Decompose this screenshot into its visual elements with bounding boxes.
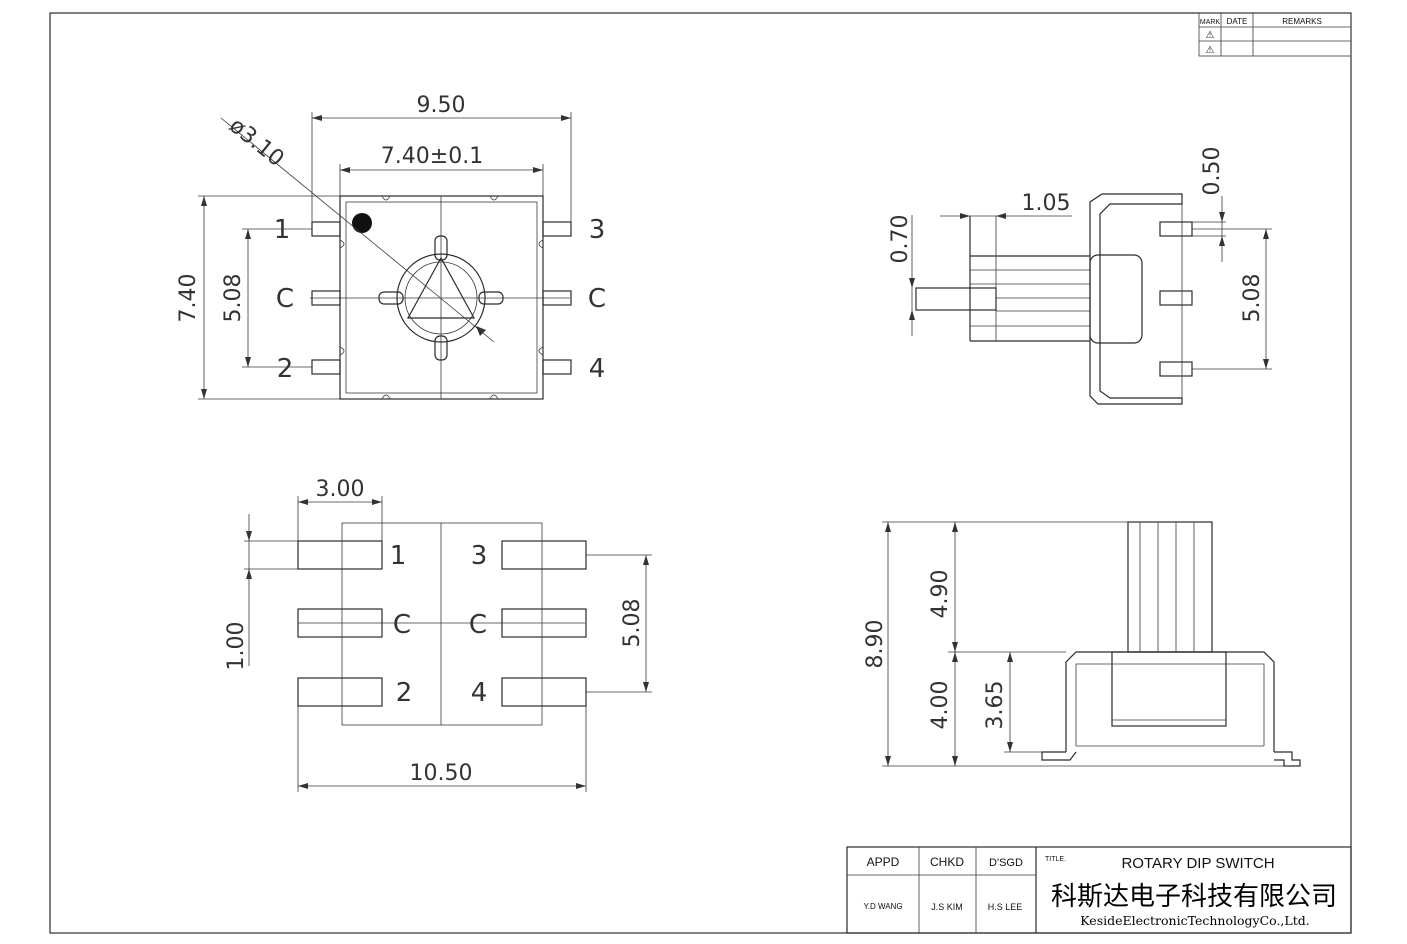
- dim-lower-height: 4.00: [928, 681, 953, 730]
- pin-label-c-left: C: [276, 284, 294, 314]
- dim-lead-thickness: 0.70: [888, 215, 913, 264]
- pad-1: [297, 540, 383, 570]
- chkd-name: J.S KIM: [931, 902, 963, 912]
- front-view: 8.90 4.90 4.00 3.65: [863, 521, 1301, 767]
- dsgd-label: D'SGD: [989, 857, 1023, 869]
- top-pin-c-right: [542, 290, 572, 306]
- revision-table: MARK DATE REMARKS ⚠ ⚠: [1198, 12, 1352, 57]
- dim-upper-height: 4.90: [928, 570, 953, 619]
- pin1-marker-dot: [352, 213, 372, 233]
- dim-pitch-top: 5.08: [221, 274, 246, 323]
- pad-label-3: 3: [471, 541, 488, 571]
- top-pin-c-left: [311, 290, 341, 306]
- chkd-label: CHKD: [930, 855, 964, 869]
- company-name-en: KesideElectronicTechnologyCo.,Ltd.: [1080, 913, 1309, 928]
- pcb-footprint: 1 3 C C 2 4 3.00 1.00 5.08 10.50: [224, 477, 652, 792]
- rotor-inner: [404, 261, 478, 335]
- pin-label-3: 3: [589, 215, 606, 245]
- top-pin-1: [311, 221, 341, 237]
- rev-mark-2: ⚠: [1206, 45, 1215, 56]
- front-shaft: [1127, 521, 1213, 653]
- dim-pitch-footprint: 5.08: [620, 599, 645, 648]
- appd-label: APPD: [867, 855, 900, 869]
- top-pin-4: [542, 359, 572, 375]
- top-pin-2: [311, 359, 341, 375]
- dim-offset: 0.50: [1200, 147, 1225, 196]
- dim-pad-width: 1.00: [224, 622, 249, 671]
- drawing-frame: [49, 12, 1352, 934]
- dsgd-name: H.S LEE: [988, 902, 1023, 912]
- dim-width-outer: 9.50: [417, 93, 466, 118]
- pin-label-c-right: C: [588, 284, 606, 314]
- pad-2: [297, 677, 383, 707]
- dim-height: 7.40: [176, 274, 201, 323]
- rev-header-date: DATE: [1227, 17, 1248, 26]
- rotor-outer: [396, 253, 486, 343]
- pin-label-2: 2: [277, 354, 294, 384]
- pad-label-c-right: C: [469, 610, 487, 640]
- dim-diameter: ø3.10: [224, 113, 288, 172]
- drawing-title: ROTARY DIP SWITCH: [1121, 855, 1274, 872]
- pin-label-4: 4: [589, 354, 606, 384]
- dim-width-body: 7.40±0.1: [381, 144, 483, 169]
- pad-c-right: [501, 608, 587, 638]
- dim-total-height: 8.90: [863, 620, 888, 669]
- dim-body-height: 3.65: [983, 681, 1008, 730]
- rotor-arrow-icon: [406, 256, 476, 319]
- dim-pitch-side: 5.08: [1240, 274, 1265, 323]
- pad-label-1: 1: [390, 541, 407, 571]
- title-label: TITLE.: [1045, 856, 1066, 863]
- pad-label-4: 4: [471, 678, 488, 708]
- rev-header-mark: MARK: [1200, 19, 1221, 26]
- dim-lead-length: 1.05: [1022, 191, 1071, 216]
- pad-c-left: [297, 608, 383, 638]
- pad-label-2: 2: [396, 678, 413, 708]
- top-view: ø3.10 9.50 7.40±0.1 7.40 5.08 1 C 2 3 C: [176, 93, 606, 400]
- pad-3: [501, 540, 587, 570]
- dim-total-width: 10.50: [410, 761, 473, 786]
- dim-pad-length: 3.00: [316, 477, 365, 502]
- footprint-outline: [341, 522, 543, 726]
- title-block: APPD CHKD D'SGD TITLE. Y.D WANG J.S KIM …: [846, 846, 1352, 934]
- pad-label-c-left: C: [393, 610, 411, 640]
- pin-label-1: 1: [274, 215, 291, 245]
- company-name-cn: 科斯达电子科技有限公司: [1051, 882, 1337, 912]
- side-lead: [915, 287, 997, 311]
- pad-4: [501, 677, 587, 707]
- rev-header-remarks: REMARKS: [1282, 17, 1322, 26]
- rev-mark-1: ⚠: [1206, 30, 1215, 41]
- side-body-outline: [1089, 193, 1183, 405]
- top-pin-3: [542, 221, 572, 237]
- side-view: 1.05 0.70 0.50 5.08: [888, 147, 1272, 405]
- front-body-outline: [1065, 651, 1275, 752]
- appd-name: Y.D WANG: [863, 902, 902, 911]
